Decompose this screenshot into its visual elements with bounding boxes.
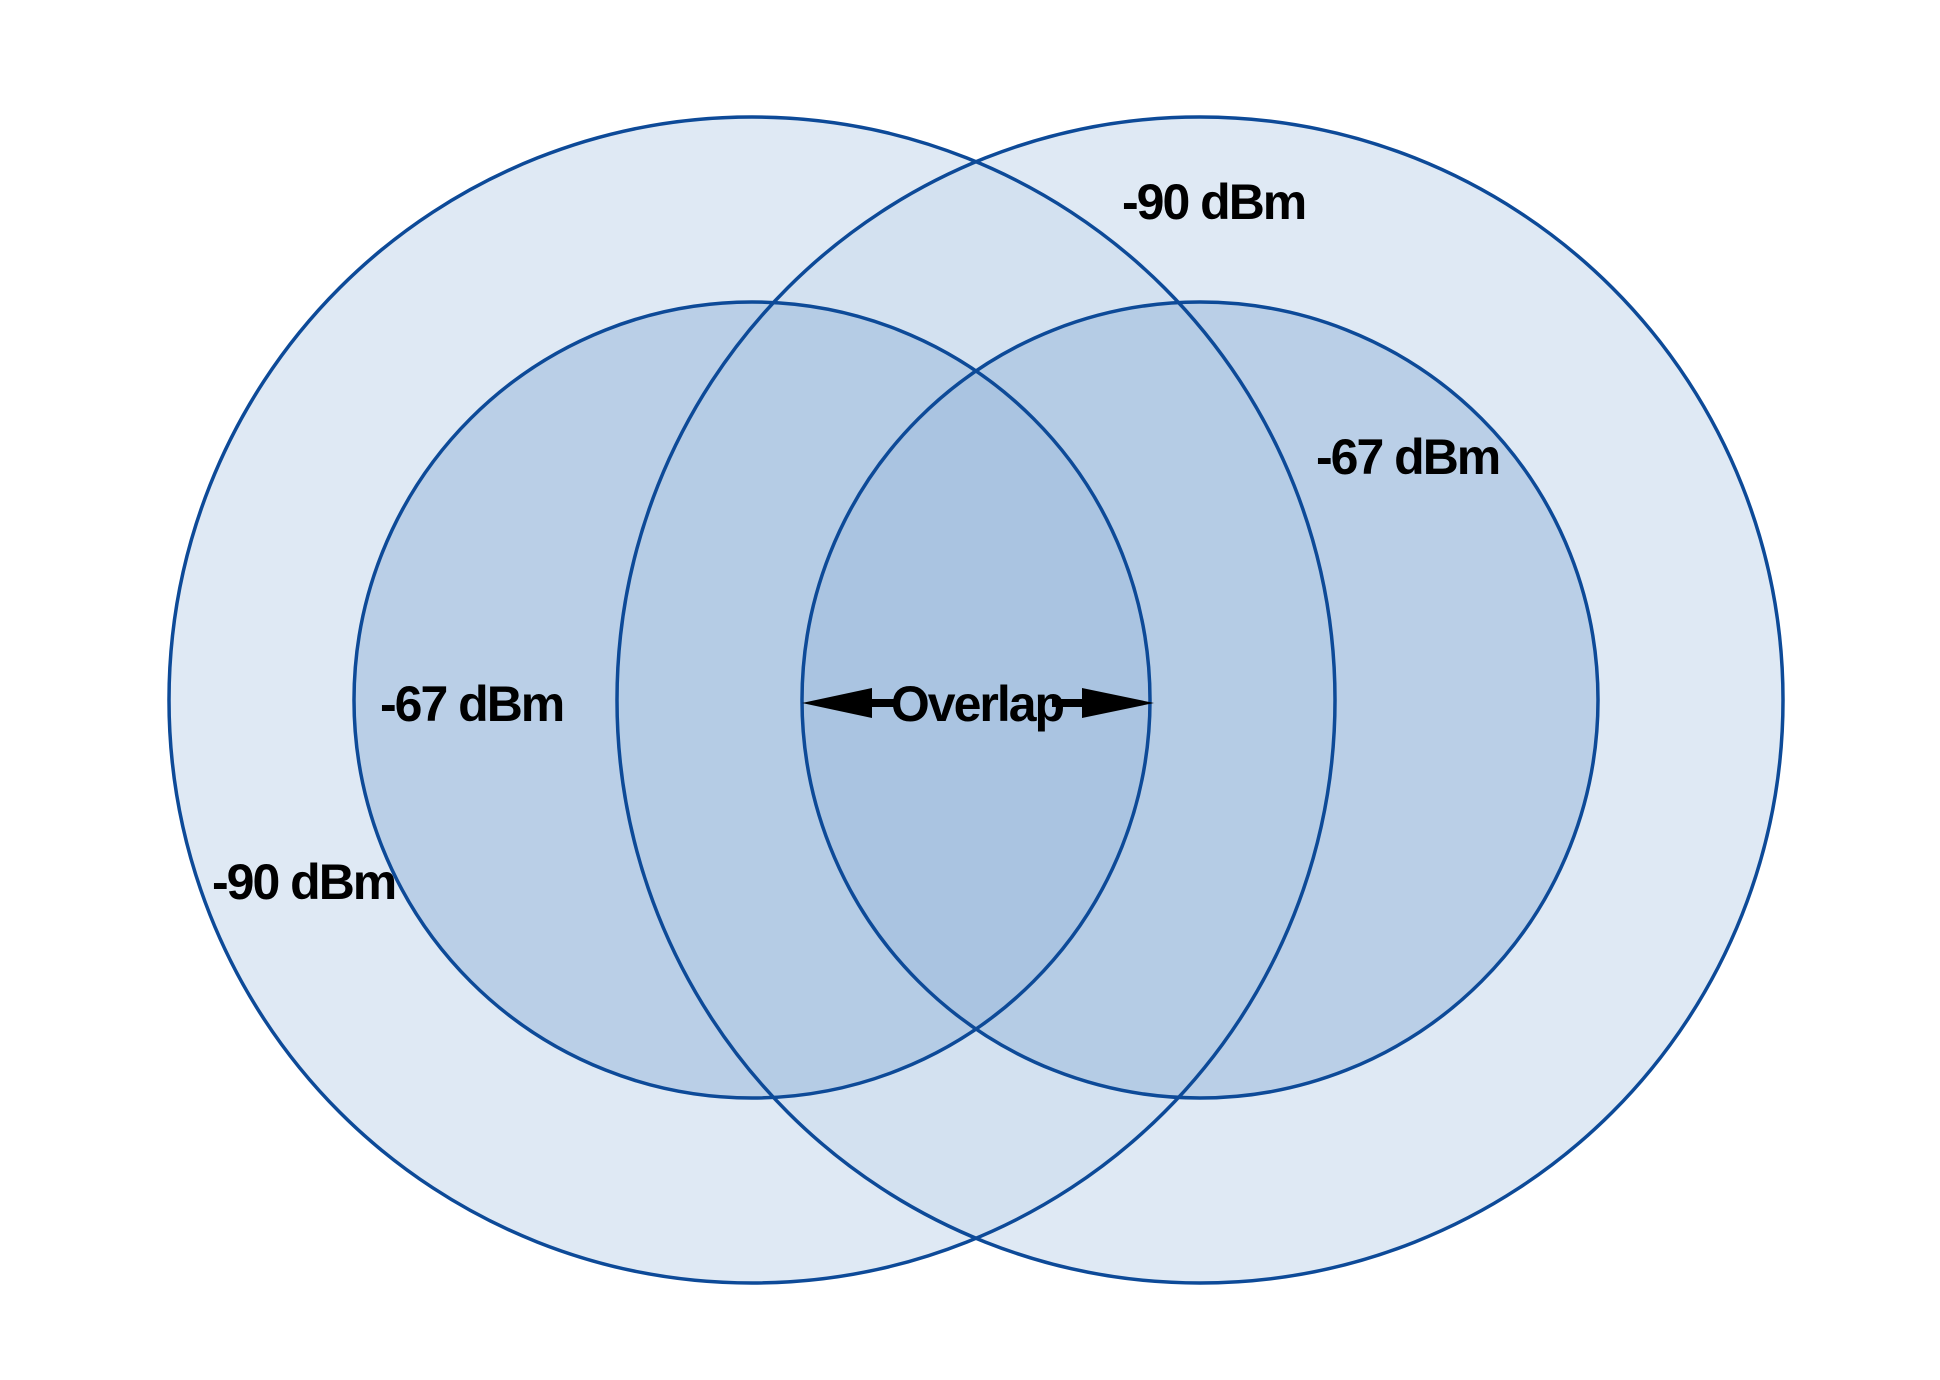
- right-inner-zone: [802, 302, 1598, 1098]
- left-inner-label: -67 dBm: [380, 676, 563, 732]
- overlap-arrows: [802, 688, 1154, 718]
- left-arrow-shaft: [868, 699, 900, 707]
- circle-outlines: [167, 115, 1785, 1285]
- right-outer-label: -90 dBm: [1122, 174, 1305, 230]
- left-inner-outline: [352, 300, 1152, 1100]
- overlap-label: Overlap: [891, 676, 1064, 732]
- right-inner-label: -67 dBm: [1316, 429, 1499, 485]
- right-inner-outline: [800, 300, 1600, 1100]
- left-outer-outline: [167, 115, 1337, 1285]
- right-arrow-shaft: [1052, 699, 1084, 707]
- right-arrow-head: [1082, 688, 1154, 718]
- left-outer-label: -90 dBm: [212, 854, 395, 910]
- right-outer-outline: [615, 115, 1785, 1285]
- circle-fills: [169, 117, 1783, 1283]
- zone-labels: -90 dBm -67 dBm -67 dBm -90 dBm Overlap: [212, 174, 1501, 910]
- left-arrow-head: [802, 688, 872, 718]
